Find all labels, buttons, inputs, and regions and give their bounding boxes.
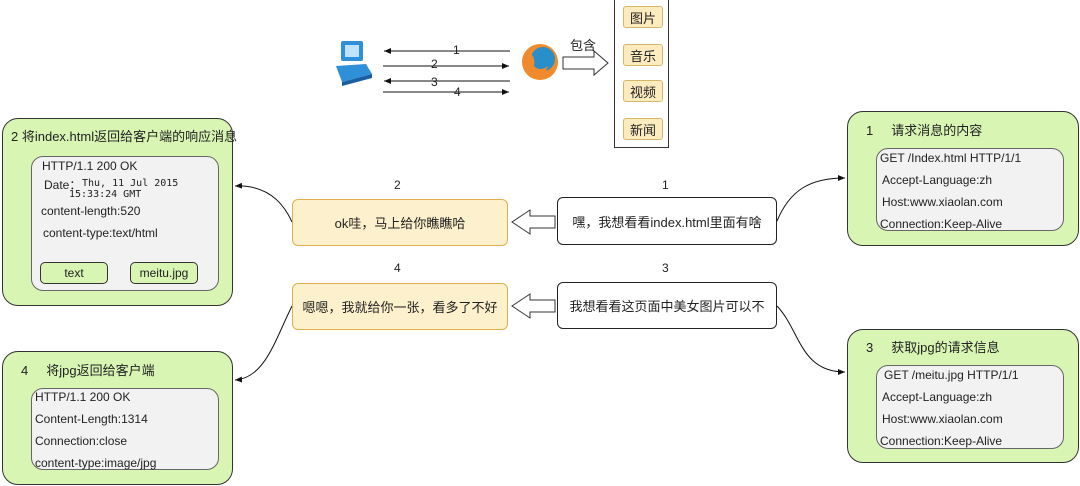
- arrow-label-1: 1: [453, 43, 460, 57]
- msg2-number: 2: [394, 178, 401, 192]
- firefox-icon: [522, 44, 558, 80]
- response-jpg-content: HTTP/1.1 200 OK Content-Length:1314 Conn…: [31, 388, 219, 470]
- resource-panel: 图片 音乐 视频 新闻: [614, 0, 669, 148]
- reply-arrow-2: [511, 293, 556, 319]
- msg4-number: 4: [394, 261, 401, 275]
- request-jpg-content: GET /meitu.jpg HTTP/1/1 Accept-Language:…: [876, 365, 1064, 449]
- text-part: text: [40, 262, 108, 284]
- request-jpg-title: 3 获取jpg的请求信息: [866, 340, 1000, 355]
- accept-language: Accept-Language:zh: [882, 390, 993, 404]
- response-index-content: HTTP/1.1 200 OK Date： Thu, 11 Jul 2015 1…: [31, 156, 219, 291]
- curve-to-request1: [776, 175, 846, 222]
- resource-video: 视频: [623, 80, 663, 102]
- host: Host:www.xiaolan.com: [882, 195, 1003, 209]
- content-type: content-type:image/jpg: [35, 456, 157, 470]
- contains-label: 包含: [570, 38, 597, 53]
- request-index-content: GET /Index.html HTTP/1/1 Accept-Language…: [876, 148, 1064, 231]
- message-3: 我想看看这页面中美女图片可以不: [557, 282, 777, 329]
- response-index-title: 2 将index.html返回给客户端的响应消息: [11, 129, 238, 144]
- status-line: HTTP/1.1 200 OK: [42, 159, 138, 173]
- date-label: Date：: [44, 178, 82, 192]
- content-length: Content-Length:1314: [35, 412, 148, 426]
- resource-news: 新闻: [623, 118, 663, 140]
- connection: Connection:Keep-Alive: [880, 217, 1003, 231]
- request-line: GET /meitu.jpg HTTP/1/1: [884, 368, 1019, 382]
- request-jpg-box: 3 获取jpg的请求信息 GET /meitu.jpg HTTP/1/1 Acc…: [847, 329, 1079, 463]
- connection: Connection:close: [35, 434, 128, 448]
- response-index-box: 2 将index.html返回给客户端的响应消息 HTTP/1.1 200 OK…: [2, 118, 237, 306]
- curve-to-response2: [234, 305, 293, 383]
- computer-icon: [336, 41, 372, 86]
- curve-to-response1: [234, 182, 293, 223]
- message-2: ok哇，马上给你瞧瞧哈: [292, 199, 508, 246]
- msg1-number: 1: [662, 178, 669, 192]
- response-jpg-title: 4 将jpg返回给客户端: [21, 363, 155, 378]
- resource-music: 音乐: [623, 44, 663, 66]
- msg3-number: 3: [662, 261, 669, 275]
- host: Host:www.xiaolan.com: [882, 412, 1003, 426]
- meitu-jpg-part: meitu.jpg: [130, 262, 198, 284]
- arrow-label-4: 4: [454, 85, 461, 99]
- request-line: GET /Index.html HTTP/1/1: [880, 151, 1022, 165]
- response-jpg-box: 4 将jpg返回给客户端 HTTP/1.1 200 OK Content-Len…: [2, 351, 233, 485]
- request-index-title: 1 请求消息的内容: [866, 123, 983, 138]
- contains-arrow: [562, 49, 609, 77]
- date-value: Thu, 11 Jul 2015: [82, 178, 179, 189]
- accept-language: Accept-Language:zh: [882, 173, 993, 187]
- message-4: 嗯嗯，我就给你一张，看多了不好: [292, 283, 508, 330]
- time-value: 15:33:24 GMT: [69, 189, 142, 200]
- reply-arrow-1: [511, 209, 556, 235]
- content-length: content-length:520: [41, 204, 141, 218]
- arrow-label-3: 3: [431, 75, 438, 89]
- request-index-box: 1 请求消息的内容 GET /Index.html HTTP/1/1 Accep…: [847, 111, 1079, 246]
- curve-to-request2: [776, 305, 846, 375]
- status-line: HTTP/1.1 200 OK: [35, 390, 131, 404]
- message-1: 嘿，我想看看index.html里面有啥: [557, 197, 777, 245]
- resource-image: 图片: [623, 6, 663, 28]
- connection: Connection:Keep-Alive: [880, 434, 1003, 448]
- content-type: content-type:text/html: [43, 226, 158, 240]
- arrow-label-2: 2: [431, 57, 438, 71]
